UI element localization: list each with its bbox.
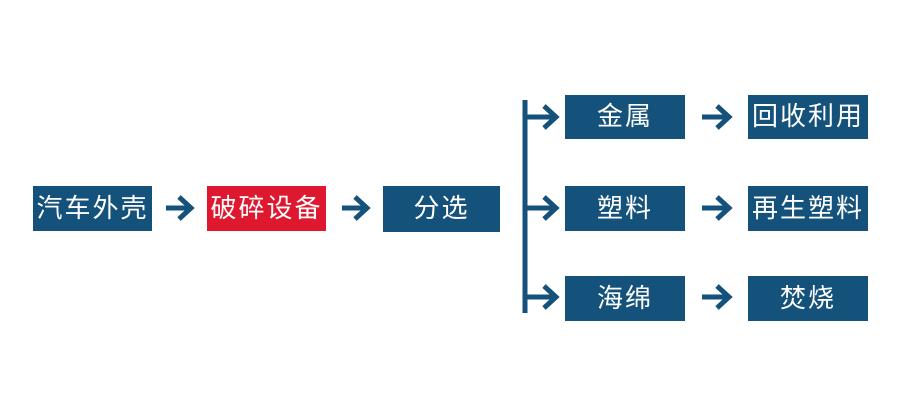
arrow-right-icon [166, 195, 195, 221]
node-label: 破碎设备 [210, 193, 323, 224]
arrow-right-icon [523, 104, 560, 130]
node-car-shell: 汽车外壳 [33, 186, 152, 231]
node-label: 海绵 [596, 283, 653, 314]
node-label: 再生塑料 [751, 193, 864, 224]
node-label: 回收利用 [751, 102, 864, 132]
arrow-right-icon [702, 195, 733, 221]
node-plastic: 塑料 [565, 186, 685, 231]
node-label: 分选 [413, 194, 470, 224]
node-incineration: 焚烧 [748, 276, 868, 321]
arrow-right-icon [342, 195, 371, 221]
arrow-right-icon [702, 284, 733, 310]
arrow-right-icon [702, 104, 733, 130]
node-label: 汽车外壳 [36, 193, 149, 224]
node-recycling: 回收利用 [748, 95, 868, 139]
node-label: 金属 [596, 102, 653, 132]
node-sponge: 海绵 [565, 276, 685, 321]
arrow-right-icon [523, 195, 560, 221]
node-label: 焚烧 [779, 283, 836, 314]
node-recycled-plastic: 再生塑料 [748, 186, 868, 231]
node-metal: 金属 [565, 95, 685, 139]
node-crushing-equipment: 破碎设备 [207, 186, 326, 231]
node-sorting: 分选 [383, 186, 500, 232]
node-label: 塑料 [596, 193, 653, 224]
arrow-right-icon [523, 284, 560, 310]
